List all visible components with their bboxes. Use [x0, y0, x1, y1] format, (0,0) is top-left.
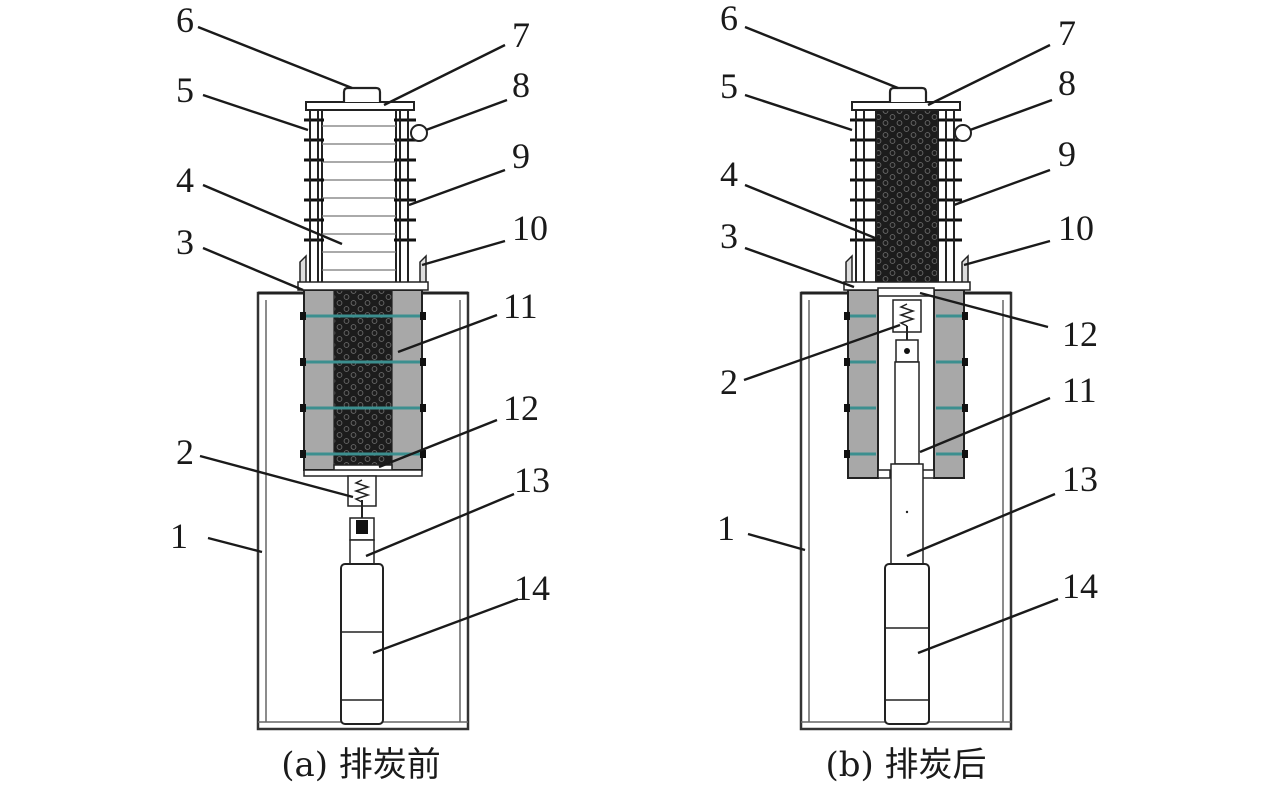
panel-a: 1 2 3 4 5 6 7 8 9 10 11 12 13 14 (a) 排炭前 [170, 0, 550, 785]
furnace-sleeve-left-b [847, 289, 879, 479]
caption-b: (b) 排炭后 [825, 745, 986, 785]
label-8-a: 8 [512, 65, 530, 105]
lift-cylinder-a [340, 563, 384, 725]
charcoal-bed-a [333, 289, 393, 469]
label-13-b: 13 [1062, 459, 1098, 499]
label-7-b: 7 [1058, 13, 1076, 53]
label-3-b: 3 [720, 216, 738, 256]
upper-cylinder-a [321, 107, 397, 291]
label-4-a: 4 [176, 160, 194, 200]
label-1-a: 1 [170, 516, 188, 556]
gauge-b [954, 124, 972, 142]
label-8-b: 8 [1058, 63, 1076, 103]
panel-b: 1 2 3 4 5 6 7 8 9 10 12 11 13 14 (b) 排炭后 [717, 0, 1098, 785]
upper-cylinder-b [875, 107, 939, 289]
label-11-a: 11 [503, 286, 538, 326]
label-14-a: 14 [514, 568, 550, 608]
label-10-b: 10 [1058, 208, 1094, 248]
label-3-a: 3 [176, 222, 194, 262]
label-9-a: 9 [512, 136, 530, 176]
sleeve-bands-b [850, 314, 962, 456]
label-6-b: 6 [720, 0, 738, 38]
label-1-b: 1 [717, 508, 735, 548]
label-13-a: 13 [514, 460, 550, 500]
sleeve-bands-a [306, 314, 420, 456]
handle-a [342, 86, 382, 102]
label-4-b: 4 [720, 154, 738, 194]
label-6-a: 6 [176, 0, 194, 40]
label-7-a: 7 [512, 15, 530, 55]
label-5-a: 5 [176, 70, 194, 110]
label-12-a: 12 [503, 388, 539, 428]
label-2-b: 2 [720, 362, 738, 402]
label-9-b: 9 [1058, 134, 1076, 174]
handle-b [888, 86, 928, 102]
label-2-a: 2 [176, 432, 194, 472]
label-11-b: 11 [1062, 370, 1097, 410]
gauge-a [410, 124, 428, 142]
caption-a: (a) 排炭前 [281, 745, 441, 785]
label-14-b: 14 [1062, 566, 1098, 606]
furnace-sleeve-right-b [933, 289, 965, 479]
label-12-b: 12 [1062, 314, 1098, 354]
label-10-a: 10 [512, 208, 548, 248]
lift-cylinder-b [884, 563, 930, 725]
label-5-b: 5 [720, 66, 738, 106]
